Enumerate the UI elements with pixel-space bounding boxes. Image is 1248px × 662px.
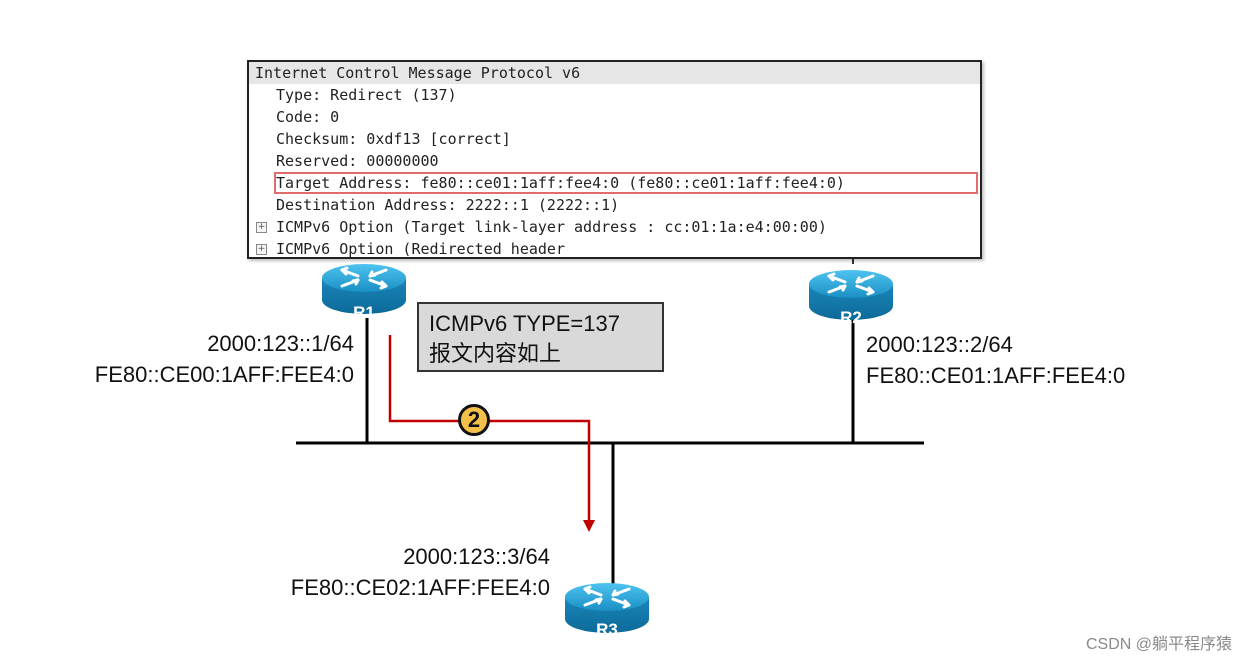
- field-target-address[interactable]: Target Address: fe80::ce01:1aff:fee4:0 (…: [274, 172, 978, 194]
- r1-global-address: 2000:123::1/64: [207, 331, 354, 356]
- option-redirected-header[interactable]: + ICMPv6 Option (Redirected header: [249, 238, 980, 260]
- option-label: ICMPv6 Option (Target link-layer address…: [276, 218, 827, 236]
- router-r2-label: R2: [840, 308, 862, 327]
- protocol-header[interactable]: Internet Control Message Protocol v6: [249, 62, 980, 84]
- r1-link-local-address: FE80::CE00:1AFF:FEE4:0: [94, 362, 354, 387]
- r2-link-local-address: FE80::CE01:1AFF:FEE4:0: [866, 363, 1126, 388]
- field-reserved[interactable]: Reserved: 00000000: [276, 152, 439, 170]
- note-line-1: ICMPv6 TYPE=137: [429, 311, 620, 336]
- r1-addresses: 2000:123::1/64 FE80::CE00:1AFF:FEE4:0: [95, 328, 354, 390]
- field-destination-address[interactable]: Destination Address: 2222::1 (2222::1): [276, 196, 620, 214]
- note-box: ICMPv6 TYPE=137 报文内容如上: [417, 302, 664, 372]
- r3-addresses: 2000:123::3/64 FE80::CE02:1AFF:FEE4:0: [291, 541, 550, 603]
- step-2-badge: 2: [458, 404, 490, 436]
- router-r3-label: R3: [596, 620, 618, 639]
- field-checksum[interactable]: Checksum: 0xdf13 [correct]: [276, 130, 511, 148]
- r2-global-address: 2000:123::2/64: [866, 332, 1013, 357]
- option-label: ICMPv6 Option (Redirected header: [276, 240, 565, 258]
- r3-link-local-address: FE80::CE02:1AFF:FEE4:0: [290, 575, 550, 600]
- r2-addresses: 2000:123::2/64 FE80::CE01:1AFF:FEE4:0: [866, 329, 1125, 391]
- field-type[interactable]: Type: Redirect (137): [276, 86, 457, 104]
- arrow-head-icon: [583, 520, 595, 532]
- watermark: CSDN @躺平程序猿: [1085, 636, 1232, 653]
- router-r1-label: R1: [353, 303, 375, 322]
- packet-details-panel: Internet Control Message Protocol v6 Typ…: [247, 60, 982, 259]
- r3-global-address: 2000:123::3/64: [403, 544, 550, 569]
- expand-icon[interactable]: +: [256, 222, 267, 233]
- option-target-link-layer[interactable]: + ICMPv6 Option (Target link-layer addre…: [249, 216, 980, 238]
- note-line-2: 报文内容如上: [429, 341, 562, 366]
- field-code[interactable]: Code: 0: [276, 108, 340, 126]
- expand-icon[interactable]: +: [256, 244, 267, 255]
